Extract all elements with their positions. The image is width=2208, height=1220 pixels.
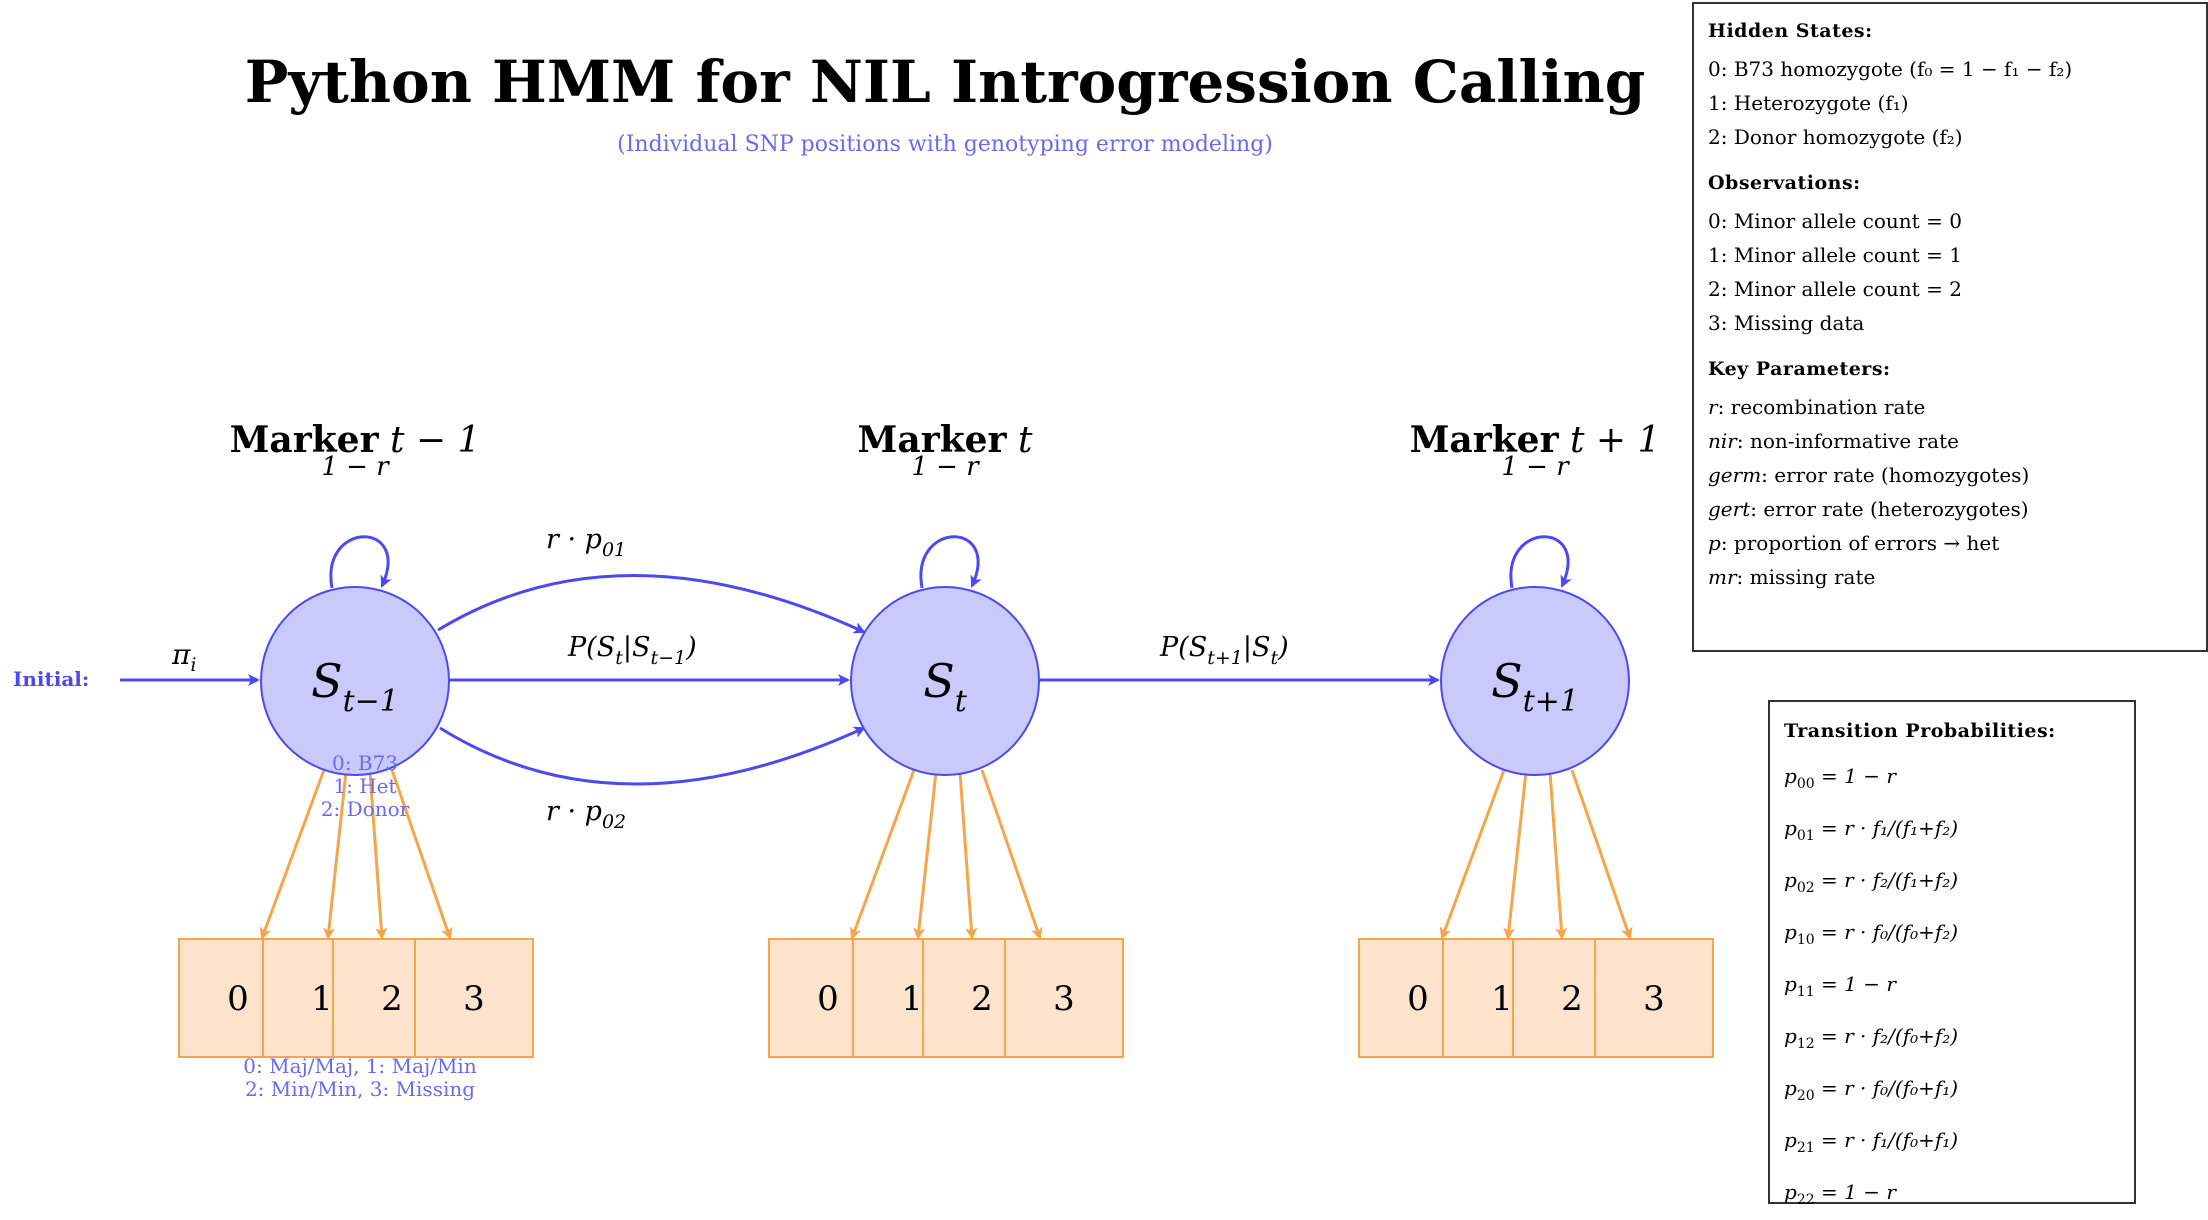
obs-value: 1 [901,979,923,1019]
self-loop-label: 1 − r [911,452,979,482]
key-parameters-heading: Key Parameters: [1708,358,1891,380]
transition-label-1: P(St|St−1) [568,632,697,669]
emission-arrow [259,769,326,940]
emission-arrow [980,769,1043,940]
observation-annotation: 0: Maj/Maj, 1: Maj/Min 2: Min/Min, 3: Mi… [243,1054,477,1101]
emission-arrow [390,769,453,940]
observation-box: 0 1 2 3 [1358,938,1714,1058]
marker-header-1: Marker t − 1 [229,419,481,461]
initial-pi-label: πi [172,638,197,676]
parameter-item: nir: non-informative rate [1708,429,1959,453]
upper-arc-arrow [437,574,866,634]
emission-arrow [368,771,388,940]
obs-value: 0 [1407,979,1429,1019]
obs-value: 1 [1491,979,1513,1019]
state-label: St [923,654,967,719]
page-title: Python HMM for NIL Introgression Calling [244,48,1646,116]
transition-probability-item: p21 = r · f₁/(f₀+f₁) [1784,1128,1959,1156]
emission-arrow [1503,771,1528,940]
obs-value: 2 [971,979,993,1019]
self-loop-1 [329,535,392,589]
upper-arc-label: r · p01 [546,524,627,561]
obs-value: 0 [227,979,249,1019]
hidden-state-item: 0: B73 homozygote (f₀ = 1 − f₁ − f₂) [1708,57,2073,81]
transition-probability-item: p01 = r · f₁/(f₁+f₂) [1784,816,1959,844]
self-loop-label: 1 − r [1501,452,1569,482]
parameter-item: r: recombination rate [1708,395,1926,419]
observation-item: 1: Minor allele count = 1 [1708,243,1962,267]
state-label: St+1 [1491,654,1579,719]
transition-probabilities-heading: Transition Probabilities: [1784,720,2056,742]
obs-value: 0 [817,979,839,1019]
observation-box: 0 1 2 3 [768,938,1124,1058]
marker-header-3: Marker t + 1 [1409,419,1661,461]
transition-probability-item: p10 = r · f₀/(f₀+f₂) [1784,920,1959,948]
self-loop-label: 1 − r [321,452,389,482]
transition-probability-item: p12 = r · f₂/(f₀+f₂) [1784,1024,1959,1052]
emission-arrow [1439,769,1506,940]
observations-heading: Observations: [1708,172,1861,194]
emission-arrow [1548,771,1568,940]
self-loop-3 [1509,535,1572,589]
hidden-state-item: 1: Heterozygote (f₁) [1708,91,1909,115]
observation-item: 0: Minor allele count = 0 [1708,209,1962,233]
page-subtitle: (Individual SNP positions with genotypin… [617,132,1273,157]
hidden-states-heading: Hidden States: [1708,20,1873,42]
obs-value: 3 [1643,979,1665,1019]
parameter-item: gert: error rate (heterozygotes) [1708,497,2029,521]
transition-probability-item: p02 = r · f₂/(f₁+f₂) [1784,868,1959,896]
emission-arrow [958,771,978,940]
obs-value: 3 [1053,979,1075,1019]
hidden-state-node: St−1 [260,586,450,776]
obs-value: 3 [463,979,485,1019]
lower-arc-arrow [439,726,866,786]
emission-arrow [1570,769,1633,940]
marker-header-2: Marker t [857,419,1033,461]
parameter-item: mr: missing rate [1708,565,1876,589]
emission-arrow [849,769,916,940]
transition-label-2: P(St+1|St) [1160,632,1289,669]
transition-probability-item: p11 = 1 − r [1784,972,1896,1000]
parameter-item: germ: error rate (homozygotes) [1708,463,2030,487]
state-label: St−1 [311,654,399,719]
emission-arrow [323,771,348,940]
transition-probabilities-panel: Transition Probabilities: p00 = 1 − r p0… [1768,700,2136,1208]
self-loop-2 [919,535,982,589]
observation-item: 2: Minor allele count = 2 [1708,277,1962,301]
transition-probability-item: p22 = 1 − r [1784,1180,1896,1208]
obs-value: 1 [311,979,333,1019]
legend-panel: Hidden States: 0: B73 homozygote (f₀ = 1… [1692,2,2208,652]
lower-arc-label: r · p02 [546,796,627,833]
observation-item: 3: Missing data [1708,311,1865,335]
obs-value: 2 [381,979,403,1019]
parameter-item: p: proportion of errors → het [1708,531,2000,555]
hidden-state-node: St [850,586,1040,776]
hidden-state-item: 2: Donor homozygote (f₂) [1708,125,1963,149]
hidden-state-node: St+1 [1440,586,1630,776]
obs-value: 2 [1561,979,1583,1019]
state-annotation: 0: B73 1: Het 2: Donor [320,751,410,821]
emission-arrow [913,771,938,940]
initial-label: Initial: [13,667,90,691]
transition-probability-item: p20 = r · f₀/(f₀+f₁) [1784,1076,1959,1104]
observation-box: 0 1 2 3 [178,938,534,1058]
transition-probability-item: p00 = 1 − r [1784,764,1896,792]
